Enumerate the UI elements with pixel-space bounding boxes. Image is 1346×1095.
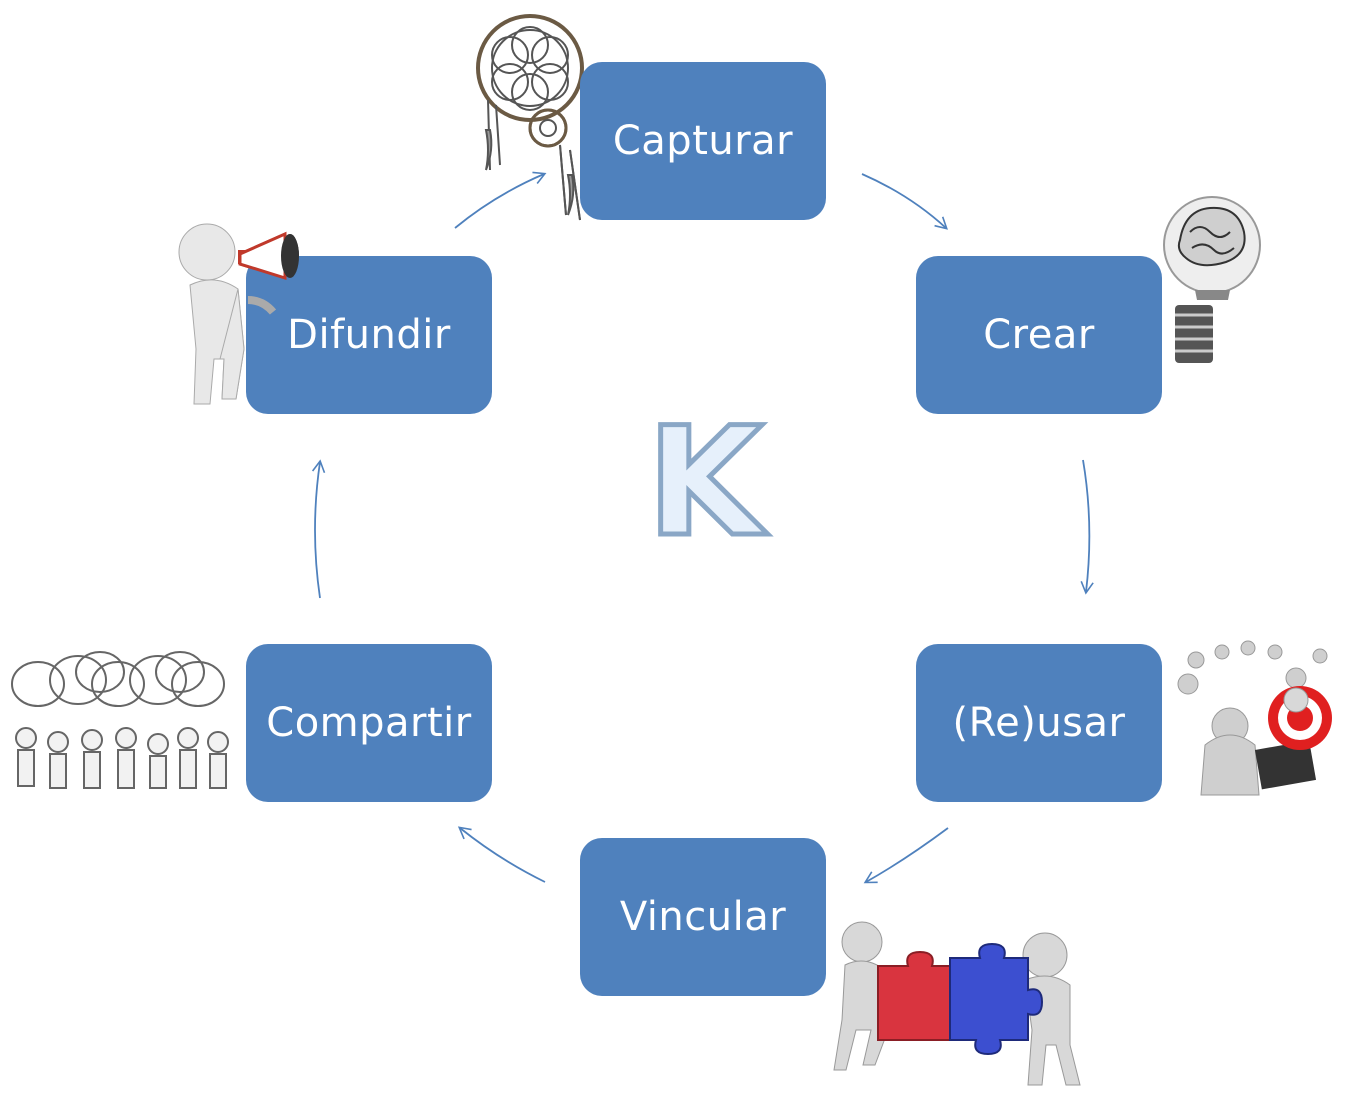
node-reusar: (Re)usar [916,644,1162,802]
node-label: Capturar [612,118,794,164]
node-label: Crear [983,312,1095,358]
center-k-letter: K [644,396,765,570]
puzzle-people-icon [833,921,1081,1086]
arrow-reusar-vincular [863,827,949,884]
node-compartir: Compartir [246,644,492,802]
node-difundir: Difundir [246,256,492,414]
arrow-difundir-capturar [454,171,547,229]
node-crear: Crear [916,256,1162,414]
arrow-compartir-difundir [311,459,326,599]
dreamcatcher-overlay [528,108,581,221]
speech-crowd-icon [11,651,229,789]
brain-lightbulb-icon [1163,196,1261,363]
node-label: (Re)usar [952,700,1126,746]
node-vincular: Vincular [580,838,826,996]
node-label: Compartir [266,700,472,746]
arrow-vincular-compartir [457,826,546,883]
node-label: Vincular [619,894,787,940]
arrow-crear-reusar [1080,459,1094,595]
node-capturar: Capturar [580,62,826,220]
people-target-icon [1177,640,1332,796]
arrow-capturar-crear [861,173,948,230]
node-label: Difundir [287,312,451,358]
megaphone-person-overlay [219,231,299,400]
